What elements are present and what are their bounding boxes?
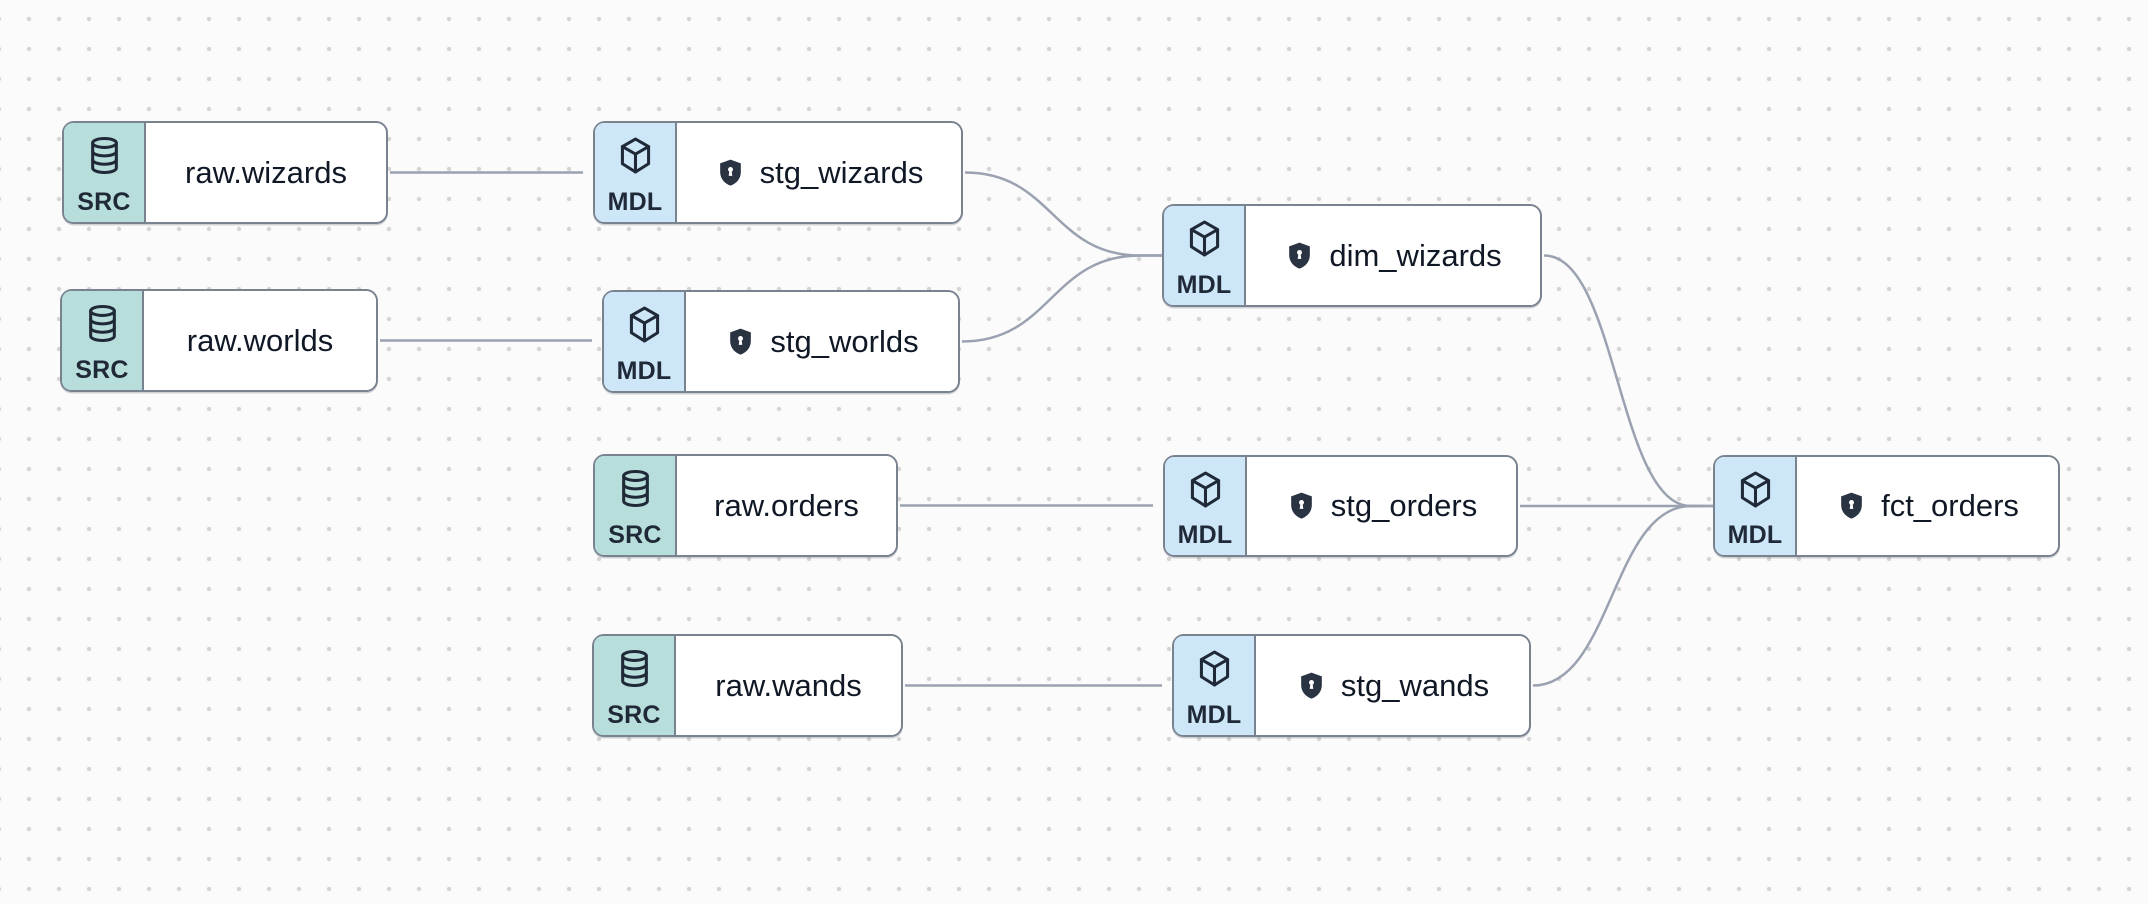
node-kind-label: SRC	[607, 701, 661, 729]
node-body: fct_orders	[1797, 457, 2058, 555]
database-icon	[613, 647, 656, 690]
node-kind-block: MDL	[1715, 457, 1797, 555]
edge-stg-wizards-to-dim-wizards	[964, 171, 1163, 257]
node-dim-wizards[interactable]: MDL dim_wizards	[1162, 204, 1542, 307]
node-kind-label: MDL	[1177, 521, 1233, 549]
database-icon	[81, 302, 124, 345]
node-label: fct_orders	[1881, 488, 2019, 523]
node-stg-orders[interactable]: MDL stg_orders	[1163, 455, 1518, 557]
node-kind-block: MDL	[604, 292, 686, 391]
shield-lock-icon	[1836, 489, 1867, 523]
edge-dim-wizards-to-fct-orders	[1543, 254, 1714, 508]
node-raw-wands[interactable]: SRC raw.wands	[592, 634, 903, 737]
node-kind-label: SRC	[77, 188, 131, 216]
node-kind-label: MDL	[616, 357, 672, 385]
node-body: stg_wands	[1256, 636, 1529, 735]
node-label: dim_wizards	[1329, 237, 1502, 273]
shield-lock-icon	[1296, 669, 1327, 703]
node-raw-orders[interactable]: SRC raw.orders	[593, 454, 898, 557]
node-body: stg_worlds	[686, 292, 958, 391]
node-label: raw.worlds	[186, 322, 334, 358]
node-body: raw.orders	[677, 456, 896, 555]
database-icon	[614, 467, 657, 510]
node-label: stg_worlds	[770, 323, 919, 359]
node-kind-block: SRC	[594, 636, 676, 735]
node-kind-label: MDL	[1186, 701, 1242, 729]
node-label: stg_orders	[1330, 488, 1478, 523]
node-kind-block: MDL	[595, 123, 677, 222]
shield-lock-icon	[715, 156, 746, 190]
node-body: raw.wands	[676, 636, 901, 735]
node-body: dim_wizards	[1246, 206, 1540, 305]
shield-lock-icon	[725, 325, 756, 359]
node-fct-orders[interactable]: MDL fct_orders	[1713, 455, 2060, 557]
cube-icon	[614, 134, 657, 177]
node-body: stg_wizards	[677, 123, 961, 222]
node-stg-worlds[interactable]: MDL stg_worlds	[602, 290, 960, 393]
node-label: raw.wands	[715, 667, 862, 703]
node-kind-label: SRC	[608, 521, 662, 549]
edge-stg-worlds-to-dim-wizards	[961, 254, 1163, 343]
node-label: stg_wizards	[759, 154, 924, 190]
node-kind-block: SRC	[62, 291, 144, 390]
node-raw-worlds[interactable]: SRC raw.worlds	[60, 289, 378, 392]
edge-stg-wands-to-fct-orders	[1532, 504, 1714, 687]
node-kind-label: SRC	[75, 356, 129, 384]
cube-icon	[1183, 217, 1226, 260]
cube-icon	[1184, 468, 1227, 511]
node-label: raw.orders	[714, 487, 859, 523]
node-kind-block: MDL	[1165, 457, 1247, 555]
shield-lock-icon	[1286, 489, 1317, 523]
node-kind-block: SRC	[64, 123, 146, 222]
node-body: stg_orders	[1247, 457, 1516, 555]
node-kind-block: SRC	[595, 456, 677, 555]
node-kind-label: MDL	[1176, 271, 1232, 299]
node-stg-wizards[interactable]: MDL stg_wizards	[593, 121, 963, 224]
node-kind-label: MDL	[607, 188, 663, 216]
node-label: raw.wizards	[185, 154, 347, 190]
database-icon	[83, 134, 126, 177]
node-body: raw.worlds	[144, 291, 376, 390]
cube-icon	[1734, 468, 1777, 511]
node-kind-block: MDL	[1174, 636, 1256, 735]
node-kind-label: MDL	[1727, 521, 1783, 549]
node-stg-wands[interactable]: MDL stg_wands	[1172, 634, 1531, 737]
node-kind-block: MDL	[1164, 206, 1246, 305]
shield-lock-icon	[1284, 239, 1315, 273]
node-label: stg_wands	[1340, 667, 1490, 703]
cube-icon	[623, 303, 666, 346]
node-raw-wizards[interactable]: SRC raw.wizards	[62, 121, 388, 224]
cube-icon	[1193, 647, 1236, 690]
node-body: raw.wizards	[146, 123, 386, 222]
